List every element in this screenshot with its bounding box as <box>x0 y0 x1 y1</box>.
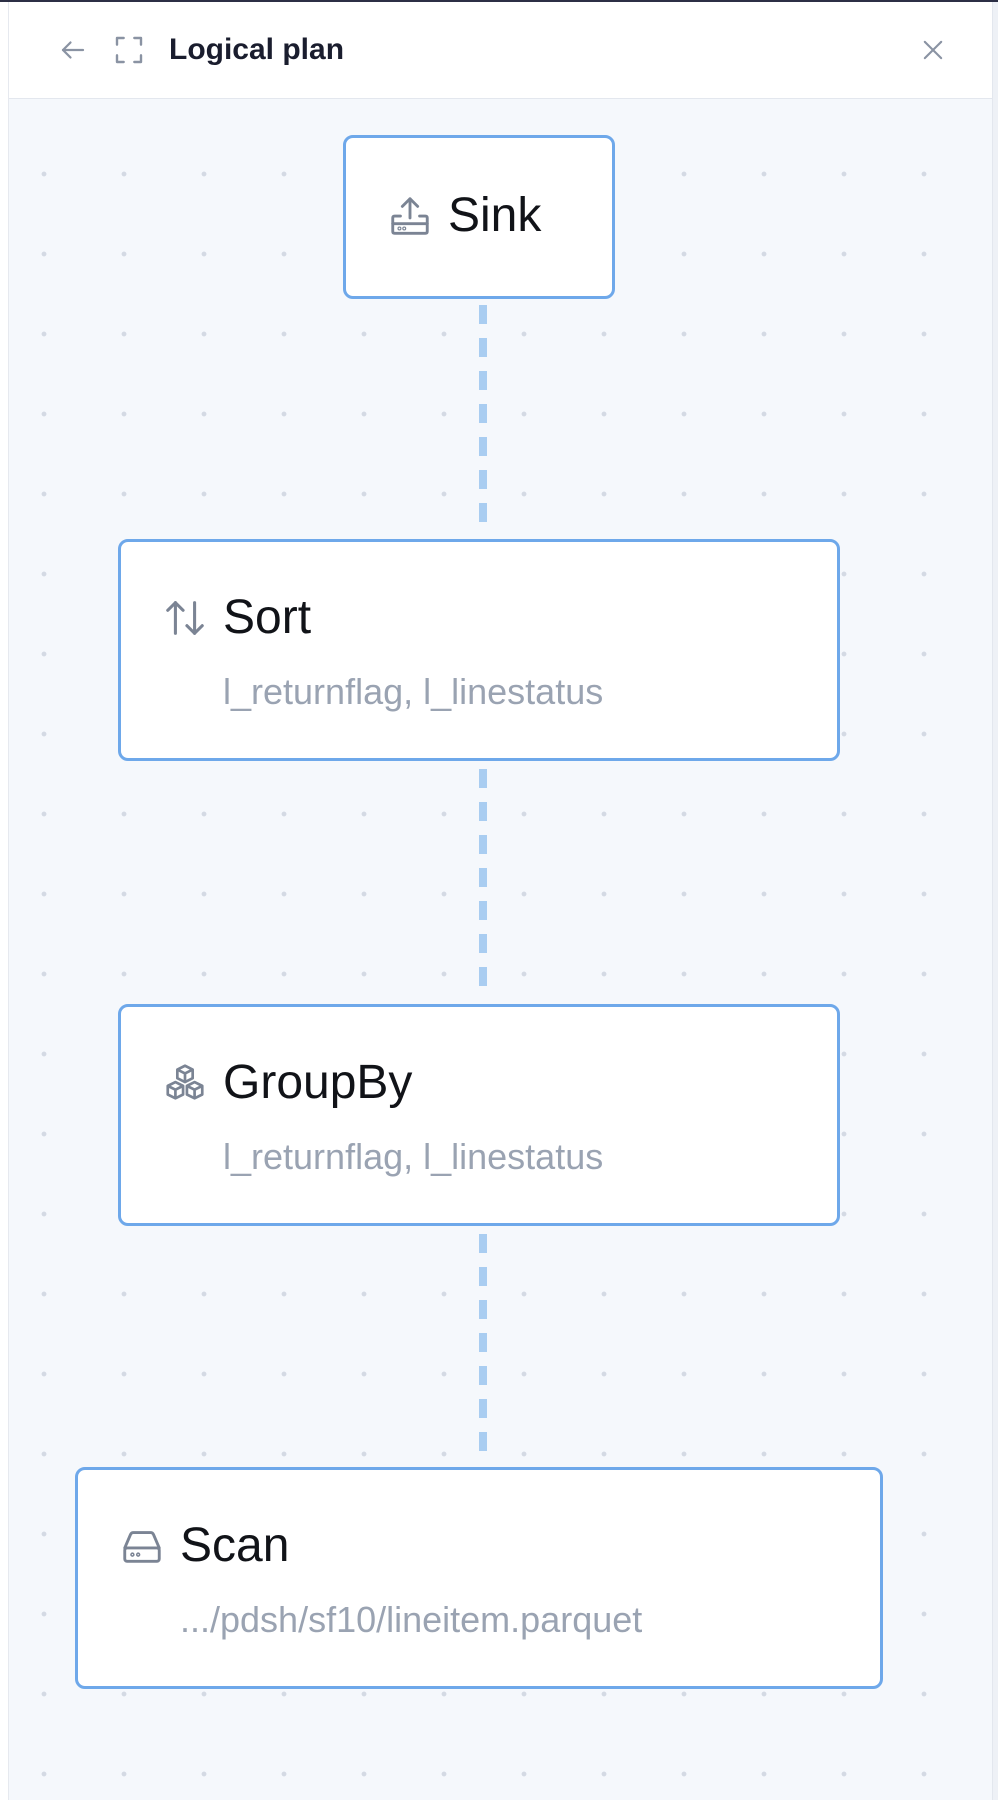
panel-title: Logical plan <box>169 33 345 66</box>
plan-node-groupby[interactable]: GroupBy l_returnflag, l_linestatus <box>118 1004 840 1226</box>
back-button[interactable] <box>49 26 97 74</box>
close-button[interactable] <box>909 26 957 74</box>
logical-plan-panel: Logical plan <box>8 2 994 1800</box>
plan-node-sort[interactable]: Sort l_returnflag, l_linestatus <box>118 539 840 761</box>
node-label: Sink <box>448 189 542 242</box>
node-label: Scan <box>180 1519 290 1572</box>
panel-edge <box>992 2 998 1800</box>
panel-header: Logical plan <box>9 2 994 99</box>
cubes-icon <box>161 1059 209 1107</box>
expand-corners-icon <box>115 36 143 64</box>
plan-node-scan[interactable]: Scan .../pdsh/sf10/lineitem.parquet <box>75 1467 883 1689</box>
upload-tray-icon <box>386 192 434 240</box>
hard-drive-icon <box>118 1522 166 1570</box>
close-icon <box>923 40 943 60</box>
node-label: Sort <box>223 591 312 644</box>
sort-arrows-icon <box>161 594 209 642</box>
edge-groupby-scan <box>479 1234 487 1454</box>
node-detail: .../pdsh/sf10/lineitem.parquet <box>180 1599 643 1640</box>
plan-canvas[interactable]: Sink Sort l_returnflag, l <box>9 99 994 1800</box>
node-detail: l_returnflag, l_linestatus <box>223 671 604 712</box>
node-detail: l_returnflag, l_linestatus <box>223 1136 604 1177</box>
edge-sink-sort <box>479 305 487 525</box>
arrow-left-icon <box>61 41 85 59</box>
expand-button[interactable] <box>105 26 153 74</box>
plan-node-sink[interactable]: Sink <box>343 135 615 299</box>
edge-sort-groupby <box>479 769 487 989</box>
node-label: GroupBy <box>223 1056 413 1109</box>
